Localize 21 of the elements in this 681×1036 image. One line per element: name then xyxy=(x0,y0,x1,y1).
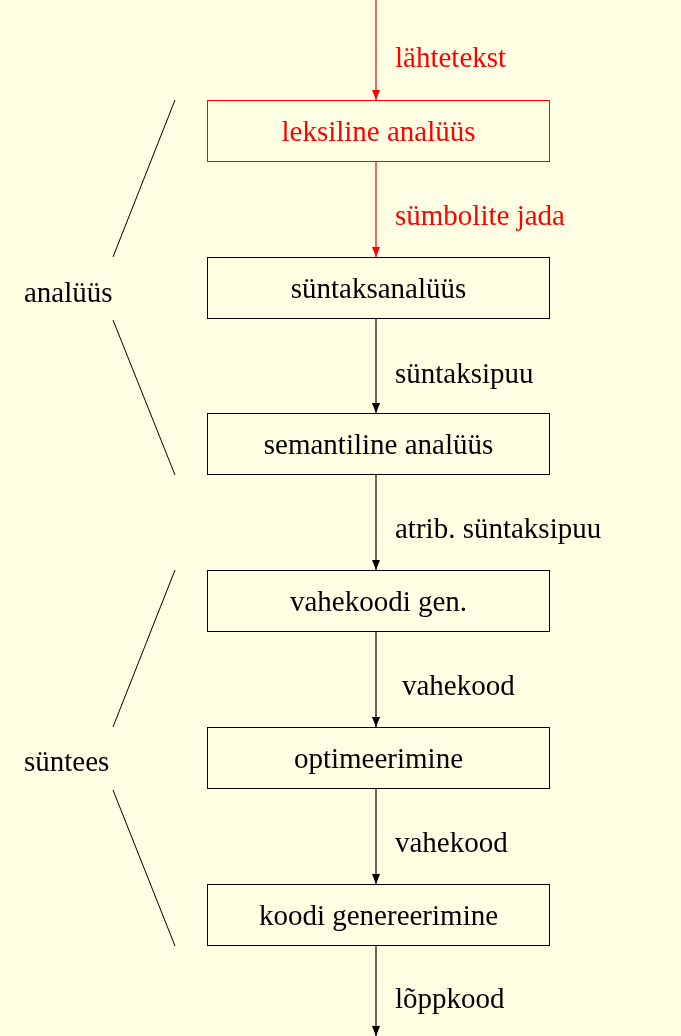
arrow xyxy=(372,161,380,258)
process-box xyxy=(207,570,550,632)
box-label: leksiline analüüs xyxy=(281,114,476,148)
process-box xyxy=(207,727,550,789)
process-box xyxy=(207,884,550,946)
process-box xyxy=(207,257,550,319)
group-label: süntees xyxy=(24,744,110,778)
arrow xyxy=(372,474,380,571)
arrow xyxy=(372,631,380,728)
arrow xyxy=(372,945,380,1036)
box-label: semantiline analüüs xyxy=(263,427,494,461)
arrow xyxy=(372,318,380,414)
arrow xyxy=(372,0,380,101)
box-label: optimeerimine xyxy=(293,741,464,775)
process-box xyxy=(207,100,550,162)
group-label: analüüs xyxy=(24,275,113,309)
process-box xyxy=(207,413,550,475)
box-label: süntaksanalüüs xyxy=(290,271,467,305)
box-label: koodi genereerimine xyxy=(258,898,499,932)
box-label: vahekoodi gen. xyxy=(289,584,468,618)
arrow xyxy=(372,788,380,885)
